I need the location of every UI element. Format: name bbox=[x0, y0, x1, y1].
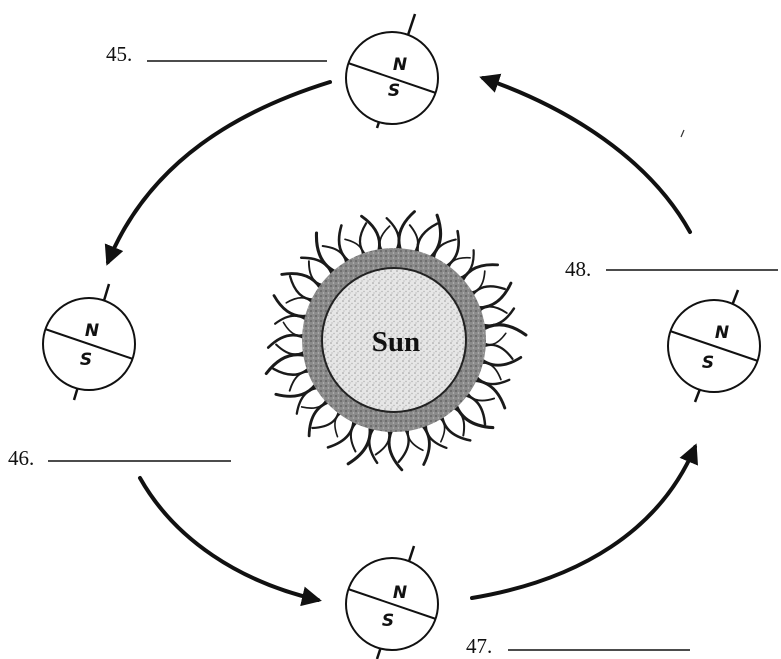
print-speck bbox=[681, 130, 684, 137]
earth-position-47: N S bbox=[346, 546, 438, 659]
north-label: N bbox=[85, 321, 99, 341]
south-label: S bbox=[702, 353, 714, 373]
sun-flame bbox=[461, 265, 498, 286]
earth-position-48: N S bbox=[668, 290, 760, 402]
orbit-arrow-top-to-left bbox=[108, 82, 330, 262]
earth-position-46: N S bbox=[43, 284, 135, 400]
south-label: S bbox=[80, 350, 92, 370]
sun-flame bbox=[399, 212, 415, 255]
sun: Sun bbox=[266, 212, 526, 470]
sun-flame bbox=[427, 215, 441, 260]
orbit-arrow-bottom-to-right bbox=[472, 447, 695, 598]
answer-blank-46: 46. bbox=[8, 446, 231, 470]
answer-blank-47: 47. bbox=[466, 634, 690, 658]
answer-blank-45: 45. bbox=[106, 42, 327, 66]
sun-flame bbox=[442, 231, 459, 268]
sun-flame bbox=[276, 381, 318, 397]
sun-flame bbox=[419, 422, 429, 464]
answer-blank-48: 48. bbox=[565, 257, 778, 281]
answer-number-48: 48. bbox=[565, 257, 591, 281]
sun-flame bbox=[480, 325, 526, 335]
orbit-arrow-left-to-bottom bbox=[140, 478, 318, 600]
answer-number-46: 46. bbox=[8, 446, 34, 470]
sun-flame bbox=[339, 226, 353, 265]
north-label: N bbox=[393, 583, 407, 603]
sun-label: Sun bbox=[372, 326, 420, 358]
sun-flame bbox=[389, 426, 402, 470]
sun-flame bbox=[470, 380, 505, 408]
answer-number-47: 47. bbox=[466, 634, 492, 658]
north-label: N bbox=[393, 55, 407, 75]
north-label: N bbox=[715, 323, 729, 343]
south-label: S bbox=[382, 611, 394, 631]
earth-position-45: N S bbox=[346, 14, 438, 128]
sun-flame bbox=[316, 233, 339, 273]
answer-number-45: 45. bbox=[106, 42, 132, 66]
sun-flame bbox=[478, 357, 521, 365]
sun-flame bbox=[266, 355, 309, 374]
orbit-arrow-right-to-top bbox=[483, 78, 690, 232]
south-label: S bbox=[388, 81, 400, 101]
